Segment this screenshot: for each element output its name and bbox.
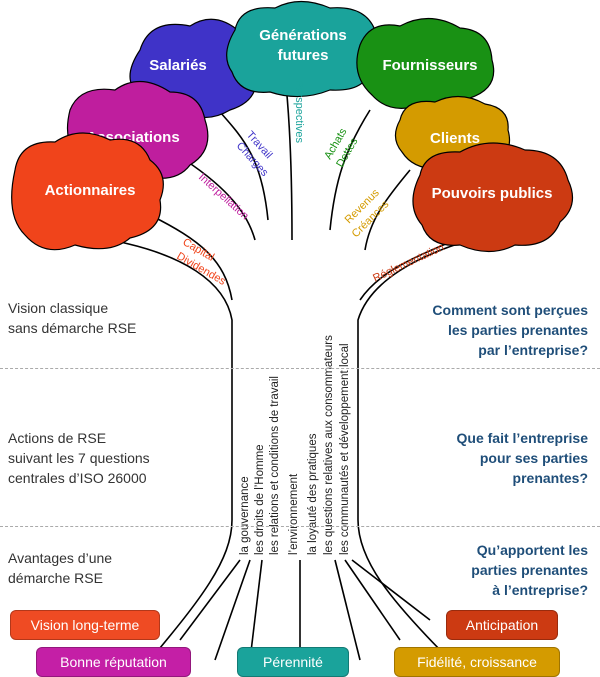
trunk-questions: la gouvernance les droits de l’Homme les… — [239, 335, 351, 555]
section2-left-line1: Actions de RSE — [8, 430, 107, 446]
section3-right-line2: parties prenantes — [471, 562, 588, 578]
section1-left-line2: sans démarche RSE — [8, 320, 137, 336]
section3-left-line2: démarche RSE — [8, 570, 103, 586]
trunk-question: l’environnement — [288, 473, 300, 555]
section1-right-line1: Comment sont perçues — [432, 302, 588, 318]
trunk-question: les droits de l’Homme — [254, 444, 266, 555]
root-anticipation: Anticipation — [446, 610, 558, 640]
root-perennite: Pérennité — [237, 647, 349, 677]
reglementation-branch-label: Réglementation — [371, 241, 446, 284]
section3-right-line3: à l’entreprise? — [492, 582, 588, 598]
section2-left-text: Actions de RSE suivant les 7 questions c… — [8, 428, 150, 488]
section3-right-line1: Qu’apportent les — [476, 542, 588, 558]
trunk-question: la loyauté des pratiques — [307, 433, 319, 555]
section2-right-line3: prenantes? — [512, 470, 588, 486]
root-bonne-reputation: Bonne réputation — [36, 647, 191, 677]
trunk-question: les questions relatives aux consommateur… — [323, 335, 335, 555]
section2-right-line2: pour ses parties — [479, 450, 588, 466]
generations-label-2: futures — [278, 47, 329, 64]
crown-actionnaires: Actionnaires — [11, 132, 164, 251]
section1-left-text: Vision classique sans démarche RSE — [8, 298, 136, 338]
section-divider — [0, 368, 600, 369]
clients-label: Clients — [430, 130, 480, 147]
section2-right-line1: Que fait l’entreprise — [456, 430, 588, 446]
crown-generations: Générations futures — [226, 0, 382, 98]
trunk-question: les communautés et développement local — [339, 343, 351, 555]
section1-right-line2: les parties prenantes — [447, 322, 588, 338]
crown-fournisseurs: Fournisseurs — [356, 17, 495, 111]
root-fidelite-croissance: Fidélité, croissance — [394, 647, 560, 677]
actionnaires-label: Actionnaires — [45, 182, 136, 199]
section-divider — [0, 526, 600, 527]
section1-right-line3: par l’entreprise? — [478, 342, 588, 358]
section2-right-text: Que fait l’entreprise pour ses parties p… — [457, 428, 588, 488]
perspectives-branch-label: Perspectives — [293, 80, 305, 143]
trunk-question: les relations et conditions de travail — [269, 376, 281, 555]
section3-left-text: Avantages d’une démarche RSE — [8, 548, 112, 588]
fournisseurs-label: Fournisseurs — [382, 57, 477, 74]
section1-left-line1: Vision classique — [8, 300, 109, 316]
section2-left-line3: centrales d’ISO 26000 — [8, 470, 147, 486]
section1-right-text: Comment sont perçues les parties prenant… — [432, 300, 588, 360]
pouvoirs-label: Pouvoirs publics — [432, 185, 553, 202]
trunk-question: la gouvernance — [239, 476, 251, 555]
generations-label-1: Générations — [259, 27, 347, 44]
section3-left-line1: Avantages d’une — [8, 550, 113, 566]
section3-right-text: Qu’apportent les parties prenantes à l’e… — [471, 540, 588, 600]
section2-left-line2: suivant les 7 questions — [8, 450, 150, 466]
interpellation-branch-label: Interpellation — [196, 171, 251, 222]
root-vision-long-terme: Vision long-terme — [10, 610, 160, 640]
crown-pouvoirs: Pouvoirs publics — [412, 142, 574, 253]
salaries-label: Salariés — [149, 57, 207, 74]
